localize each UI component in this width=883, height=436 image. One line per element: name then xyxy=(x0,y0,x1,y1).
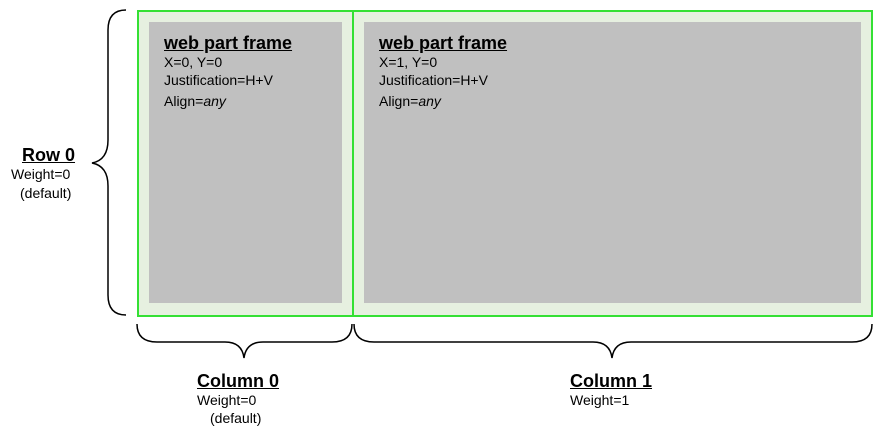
frame-0-justification: Justification=H+V xyxy=(164,72,273,88)
column-1-weight: Weight=1 xyxy=(570,392,630,408)
frame-0-coords: X=0, Y=0 xyxy=(164,54,223,70)
row-0-weight: Weight=0 xyxy=(11,166,71,182)
column-0-weight: Weight=0 xyxy=(197,392,257,408)
frame-0-align: Align=any xyxy=(164,93,226,109)
column-divider xyxy=(352,10,354,317)
frame-0-title: web part frame xyxy=(164,33,293,53)
column-0-title: Column 0 xyxy=(197,371,280,391)
column-1-title: Column 1 xyxy=(570,371,653,391)
frame-1-align-label: Align= xyxy=(379,93,419,109)
frame-1-justification: Justification=H+V xyxy=(379,72,488,88)
frame-0-align-value: any xyxy=(203,93,226,109)
frame-1-title: web part frame xyxy=(379,33,508,53)
column-1-brace xyxy=(353,323,873,359)
column-0-default-note: (default) xyxy=(210,410,262,426)
row-0-title: Row 0 xyxy=(22,145,76,165)
frame-1-align: Align=any xyxy=(379,93,441,109)
row-brace xyxy=(91,9,127,316)
frame-1-align-value: any xyxy=(418,93,441,109)
frame-0-align-label: Align= xyxy=(164,93,204,109)
web-part-frame-1 xyxy=(364,22,861,303)
frame-1-coords: X=1, Y=0 xyxy=(379,54,438,70)
column-0-brace xyxy=(136,323,353,359)
web-part-frame-0 xyxy=(149,22,342,303)
row-0-default-note: (default) xyxy=(20,185,72,201)
